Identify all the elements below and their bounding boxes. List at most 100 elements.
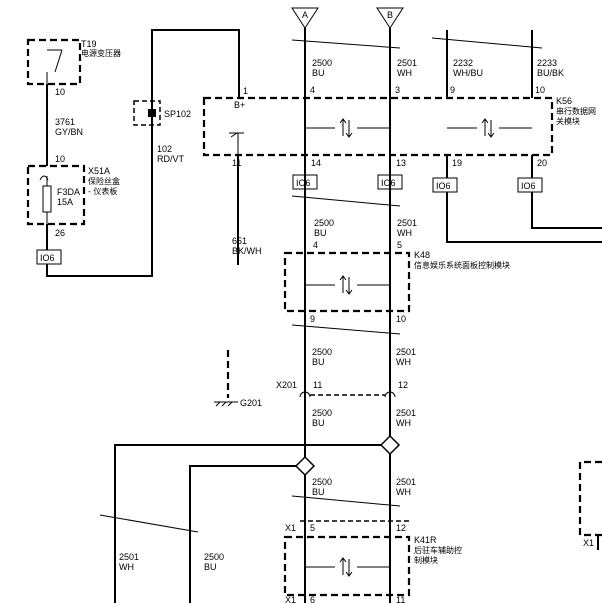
- k56-wh-num: 2501: [397, 58, 417, 68]
- x51a-name2: - 仪表板: [88, 186, 117, 196]
- k48-pin-9: 9: [310, 314, 315, 324]
- io6-label-4: IO6: [521, 181, 536, 191]
- x51a-box: [26, 164, 86, 226]
- io6-box-4: [517, 177, 543, 193]
- wire-102-num: 102: [157, 144, 172, 154]
- k56-pin-4: 4: [310, 85, 315, 95]
- wire-102-color: RD/VT: [157, 154, 185, 164]
- k56-box: [202, 96, 554, 157]
- k48-out-wh-num: 2501: [396, 347, 416, 357]
- connector-b-label: B: [387, 10, 393, 20]
- k56-pin-13: 13: [396, 158, 406, 168]
- k56-transceiver-2: [447, 118, 532, 138]
- branch-wh-num: 2501: [119, 552, 139, 562]
- t19-pin: 10: [55, 87, 65, 97]
- fuse-symbol: [39, 175, 52, 224]
- io6-box-1: [292, 174, 318, 190]
- k56-id: K56: [556, 96, 572, 106]
- splice-bu: [294, 455, 316, 477]
- k56-name2: 关模块: [556, 116, 580, 126]
- t19-switch-symbol: [46, 49, 63, 84]
- k56-bu-color: BU: [312, 68, 325, 78]
- k56-pin-10: 10: [535, 85, 545, 95]
- k48-transceiver: [305, 275, 390, 295]
- wire-2232-num: 2232: [453, 58, 473, 68]
- k48-out-bu-num: 2500: [312, 347, 332, 357]
- k41r-box: [283, 535, 411, 597]
- k56-transceiver-1: [305, 118, 390, 138]
- k56-name1: 串行数据网: [556, 106, 596, 116]
- k41r-pin-5: 5: [310, 523, 315, 533]
- k48-pin-10: 10: [396, 314, 406, 324]
- sp102-label: SP102: [164, 109, 191, 119]
- wire-102: [46, 29, 240, 277]
- k48-in-bu-color: BU: [314, 228, 327, 238]
- x1-top-label: X1: [285, 523, 296, 533]
- x201-label: X201: [276, 380, 297, 390]
- wire-2232-color: WH/BU: [453, 68, 483, 78]
- wire-3761-num: 3761: [55, 117, 75, 127]
- io6-label-2: IO6: [381, 178, 396, 188]
- k48-out-bu-color: BU: [312, 357, 325, 367]
- sp102-box: [133, 100, 161, 126]
- k41r-in-bu-color: BU: [312, 487, 325, 497]
- k56-pin-9: 9: [450, 85, 455, 95]
- branch-wh-color: WH: [119, 562, 134, 572]
- g201-label: G201: [240, 398, 262, 408]
- io6-box-2: [377, 174, 403, 190]
- k56-pin-3: 3: [395, 85, 400, 95]
- wire-2500-branch: [189, 465, 305, 603]
- k56-wh-color: WH: [397, 68, 412, 78]
- k48-out-wh-color: WH: [396, 357, 411, 367]
- branch-bu-num: 2500: [204, 552, 224, 562]
- wire-651-num: 651: [232, 236, 247, 246]
- k41r-in-wh-num: 2501: [396, 477, 416, 487]
- k41r-in-wh-color: WH: [396, 487, 411, 497]
- k48-in-wh-num: 2501: [397, 218, 417, 228]
- twisted-pair-marks: [99, 37, 543, 533]
- partial-module-x1: X1: [583, 538, 594, 548]
- k41r-in-bu-num: 2500: [312, 477, 332, 487]
- k48-in-wh-color: WH: [397, 228, 412, 238]
- wire-2233-num: 2233: [537, 58, 557, 68]
- k48-box: [283, 251, 411, 313]
- x201-pin-12: 12: [398, 380, 408, 390]
- fuse-id: F3DA: [57, 187, 80, 197]
- k48-pin-4: 4: [313, 240, 318, 250]
- sp102-dot: [148, 109, 156, 117]
- k56-internal-ground: [229, 132, 244, 155]
- x201-pin-11-symbol: [299, 391, 311, 398]
- io6-box-3: [432, 177, 458, 193]
- g201-ground-symbol: [214, 401, 238, 407]
- branch-bu-color: BU: [204, 562, 217, 572]
- wire-3761-color: GY/BN: [55, 127, 83, 137]
- x1-bottom-label: X1: [285, 595, 296, 603]
- io6-fuse-label: IO6: [40, 253, 55, 263]
- k48-name: 信息娱乐系统面板控制模块: [414, 260, 510, 270]
- x51a-pin-bottom: 26: [55, 228, 65, 238]
- k41r-transceiver: [305, 557, 390, 577]
- x51a-id: X51A: [88, 166, 110, 176]
- wire-2233-out: [531, 192, 602, 229]
- x51a-pin-top: 10: [55, 154, 65, 164]
- t19-id: T19: [81, 39, 97, 49]
- k41r-pin-11: 11: [396, 595, 405, 603]
- wire-2233-color: BU/BK: [537, 68, 564, 78]
- x201-out-bu-color: BU: [312, 418, 325, 428]
- k41r-id: K41R: [414, 535, 437, 545]
- x201-out-wh-color: WH: [396, 418, 411, 428]
- x201-pin-11: 11: [313, 380, 322, 390]
- k41r-pin-6: 6: [310, 595, 315, 603]
- k56-bu-num: 2500: [312, 58, 332, 68]
- k48-id: K48: [414, 250, 430, 260]
- t19-name: 电源变压器: [81, 48, 121, 58]
- x51a-name1: 保险丝盒: [88, 176, 120, 186]
- x201-pin-12-symbol: [384, 391, 396, 398]
- connector-a-label: A: [302, 10, 308, 20]
- connector-a-symbol: A: [291, 7, 319, 29]
- io6-label-3: IO6: [436, 181, 451, 191]
- k48-pin-5: 5: [397, 240, 402, 250]
- k41r-name1: 后驻车辅助控: [414, 545, 462, 555]
